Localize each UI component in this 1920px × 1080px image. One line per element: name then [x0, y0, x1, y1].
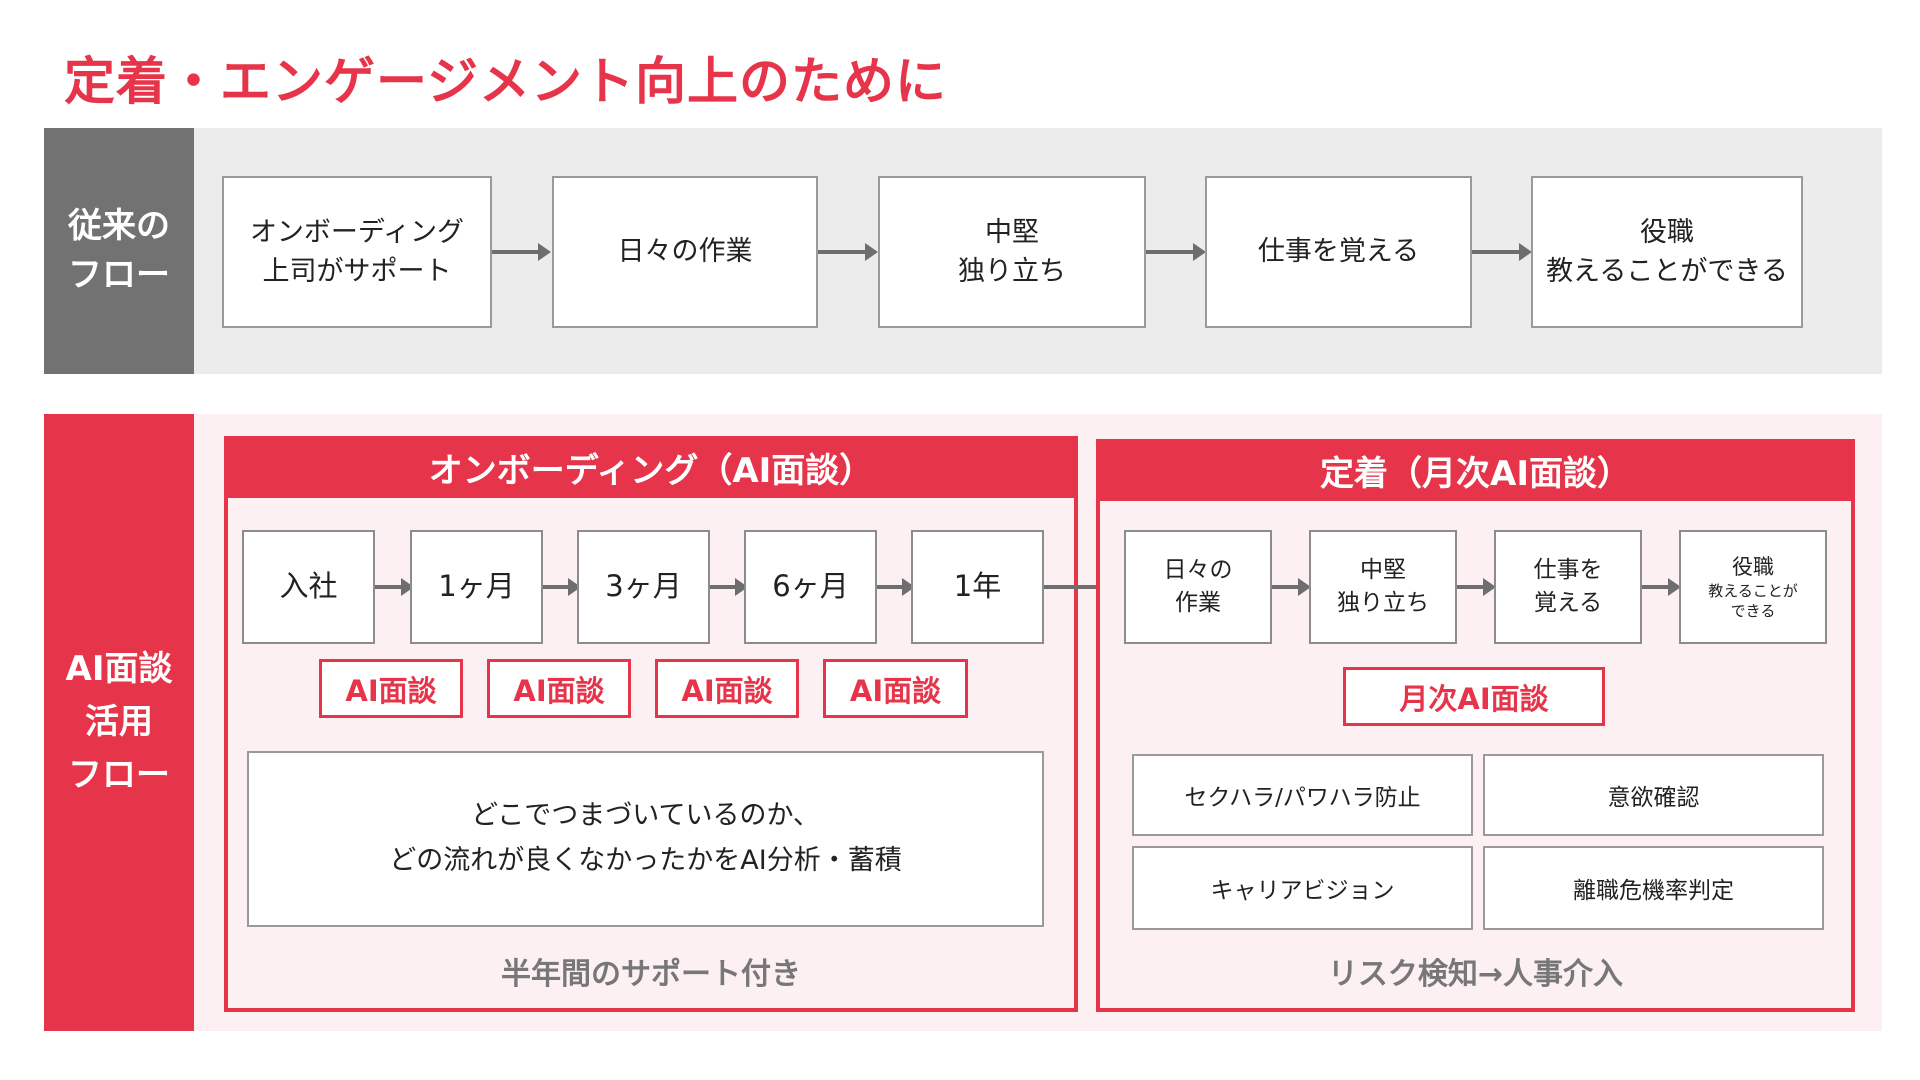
flow-arrow — [1457, 578, 1496, 596]
retention-step-box: 日々の 作業 — [1124, 530, 1272, 644]
step-text: 上司がサポート — [262, 256, 452, 287]
step-text: 中堅 — [985, 216, 1039, 248]
milestone-box: 3ヶ月 — [577, 530, 710, 644]
traditional-step-learn-job: 仕事を覚える — [1205, 176, 1472, 328]
ai-flow-label-line: フロー — [68, 754, 170, 795]
step-text: 役職 — [1732, 554, 1774, 579]
step-text: 仕事を覚える — [1257, 236, 1420, 268]
ai-analysis-box: どこでつまづいているのか、 どの流れが良くなかったかをAI分析・蓄積 — [247, 751, 1044, 927]
ai-flow-label: AI面談 活用 フロー — [44, 414, 194, 1031]
step-text: 日々の — [1163, 556, 1233, 583]
retention-step-box: 仕事を 覚える — [1494, 530, 1642, 644]
traditional-step-mid-level: 中堅 独り立ち — [878, 176, 1146, 328]
step-text: 独り立ち — [1337, 590, 1429, 616]
analysis-text: どの流れが良くなかったかをAI分析・蓄積 — [389, 845, 902, 876]
ai-flow-label-line: AI面談 — [65, 649, 173, 690]
step-text: 独り立ち — [958, 256, 1066, 287]
retention-panel-header: 定着（月次AI面談） — [1096, 439, 1855, 501]
traditional-step-daily-work: 日々の作業 — [552, 176, 818, 328]
step-text: 中堅 — [1360, 556, 1406, 583]
step-text: 仕事を — [1533, 556, 1603, 583]
flow-arrow — [1272, 578, 1311, 596]
milestone-box: 1年 — [911, 530, 1044, 644]
flow-arrow — [818, 243, 878, 261]
onboarding-panel-header: オンボーディング（AI面談） — [224, 436, 1078, 498]
monthly-ai-interview-badge: 月次AI面談 — [1343, 667, 1605, 726]
step-text: できる — [1730, 602, 1776, 621]
milestone-box: 入社 — [242, 530, 375, 644]
step-text: 覚える — [1533, 590, 1603, 616]
flow-arrow — [1146, 243, 1206, 261]
ai-interview-badge: AI面談 — [823, 659, 968, 718]
check-harassment-prevention: セクハラ/パワハラ防止 — [1132, 754, 1473, 836]
flow-arrow — [1642, 578, 1681, 596]
flow-arrow — [375, 578, 414, 596]
analysis-text: どこでつまづいているのか、 — [471, 800, 820, 832]
retention-step-box: 中堅 独り立ち — [1309, 530, 1457, 644]
flow-arrow — [1472, 243, 1532, 261]
traditional-flow-label-line: 従来の — [68, 205, 170, 246]
step-text: 教えることができる — [1546, 256, 1788, 287]
check-motivation: 意欲確認 — [1483, 754, 1824, 836]
milestone-box: 1ヶ月 — [410, 530, 543, 644]
ai-interview-badge: AI面談 — [319, 659, 463, 718]
step-text: 作業 — [1175, 590, 1221, 616]
check-attrition-risk: 離職危機率判定 — [1483, 846, 1824, 930]
onboarding-footer: 半年間のサポート付き — [501, 957, 801, 992]
flow-arrow — [710, 578, 748, 596]
traditional-step-onboarding: オンボーディング 上司がサポート — [222, 176, 492, 328]
step-text: オンボーディング — [249, 216, 465, 248]
page-title: 定着・エンゲージメント向上のために — [64, 53, 947, 112]
traditional-flow-label: 従来の フロー — [44, 128, 194, 374]
traditional-flow-label-line: フロー — [68, 255, 170, 295]
ai-interview-badge: AI面談 — [655, 659, 799, 718]
retention-step-box: 役職 教えることが できる — [1679, 530, 1827, 644]
flow-arrow — [492, 243, 551, 261]
step-text: 教えることが — [1708, 581, 1798, 600]
step-text: 役職 — [1640, 216, 1694, 248]
ai-flow-label-line: 活用 — [85, 702, 153, 743]
traditional-step-managerial: 役職 教えることができる — [1531, 176, 1803, 328]
flow-arrow — [877, 578, 915, 596]
milestone-box: 6ヶ月 — [744, 530, 877, 644]
ai-interview-badge: AI面談 — [487, 659, 631, 718]
step-text: 日々の作業 — [617, 236, 753, 268]
retention-footer: リスク検知→人事介入 — [1327, 957, 1624, 992]
flow-arrow — [543, 578, 581, 596]
check-career-vision: キャリアビジョン — [1132, 846, 1473, 930]
